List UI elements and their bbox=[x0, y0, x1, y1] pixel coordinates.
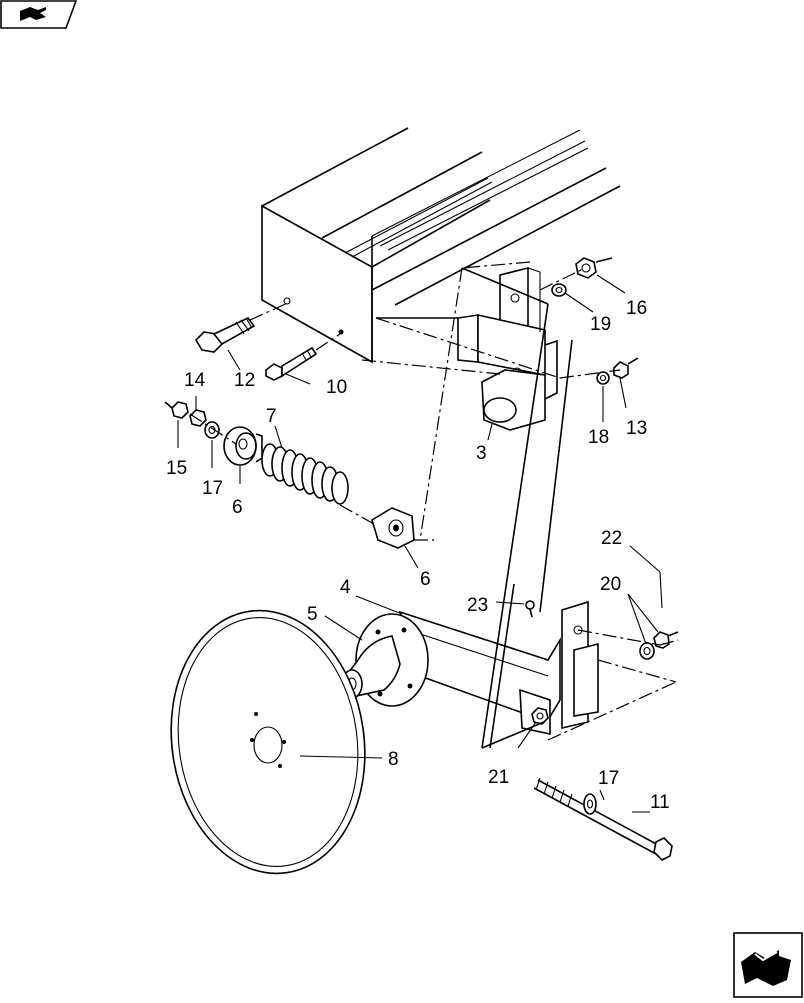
callout-22: 22 bbox=[601, 528, 622, 549]
nut-13 bbox=[613, 357, 639, 379]
callout-15: 15 bbox=[166, 458, 187, 479]
assembly-lines bbox=[189, 261, 679, 741]
callout-8: 8 bbox=[388, 749, 399, 770]
parts-book-nav-icon bbox=[0, 0, 78, 29]
callout-23: 23 bbox=[467, 595, 488, 616]
spring-seat-6a bbox=[223, 426, 263, 466]
hub-5 bbox=[341, 613, 429, 707]
page-turn-nav-icon bbox=[733, 932, 803, 998]
bolt-11 bbox=[533, 777, 673, 861]
nut-15 bbox=[164, 401, 189, 419]
spring-seat-6b bbox=[371, 507, 415, 549]
disc-blade-8 bbox=[170, 609, 366, 875]
callout-14: 14 bbox=[184, 370, 206, 391]
callout-21: 21 bbox=[488, 767, 509, 788]
nuts-20 bbox=[639, 631, 679, 660]
callout-6b: 6 bbox=[420, 569, 431, 590]
washer-17a bbox=[204, 421, 220, 439]
fitting-23 bbox=[525, 600, 535, 618]
callout-18: 18 bbox=[588, 427, 609, 448]
leader-lines bbox=[177, 274, 663, 813]
callout-4: 4 bbox=[340, 577, 351, 598]
washer-18 bbox=[596, 371, 610, 385]
nut-16 bbox=[575, 257, 613, 279]
washer-17b bbox=[583, 793, 597, 815]
callout-17b: 17 bbox=[598, 768, 619, 789]
frame-beam bbox=[261, 127, 621, 364]
callout-12: 12 bbox=[234, 370, 255, 391]
callout-11: 11 bbox=[650, 792, 670, 813]
top-nav-button[interactable] bbox=[0, 0, 78, 30]
callout-13: 13 bbox=[626, 418, 647, 439]
callout-10: 10 bbox=[326, 377, 347, 398]
callout-19: 19 bbox=[590, 314, 611, 335]
callout-16: 16 bbox=[626, 298, 647, 319]
callout-20: 20 bbox=[600, 574, 621, 595]
callouts: 16 19 12 10 14 7 18 13 3 15 17 6 6 22 20… bbox=[166, 298, 670, 813]
callout-3: 3 bbox=[476, 443, 487, 464]
callout-17a: 17 bbox=[202, 478, 223, 499]
spring-7 bbox=[261, 443, 349, 505]
nut-14 bbox=[189, 409, 207, 427]
callout-5: 5 bbox=[307, 604, 318, 625]
arm-4 bbox=[398, 610, 561, 735]
callout-7: 7 bbox=[266, 406, 277, 427]
nut-21 bbox=[531, 707, 549, 725]
mount-plate bbox=[561, 600, 599, 730]
bracket-assembly bbox=[457, 266, 558, 431]
bolt-12 bbox=[194, 316, 256, 353]
bolt-10 bbox=[265, 346, 318, 381]
washer-19 bbox=[551, 283, 567, 297]
bottom-nav-button[interactable] bbox=[733, 932, 803, 998]
callout-6a: 6 bbox=[232, 497, 243, 518]
